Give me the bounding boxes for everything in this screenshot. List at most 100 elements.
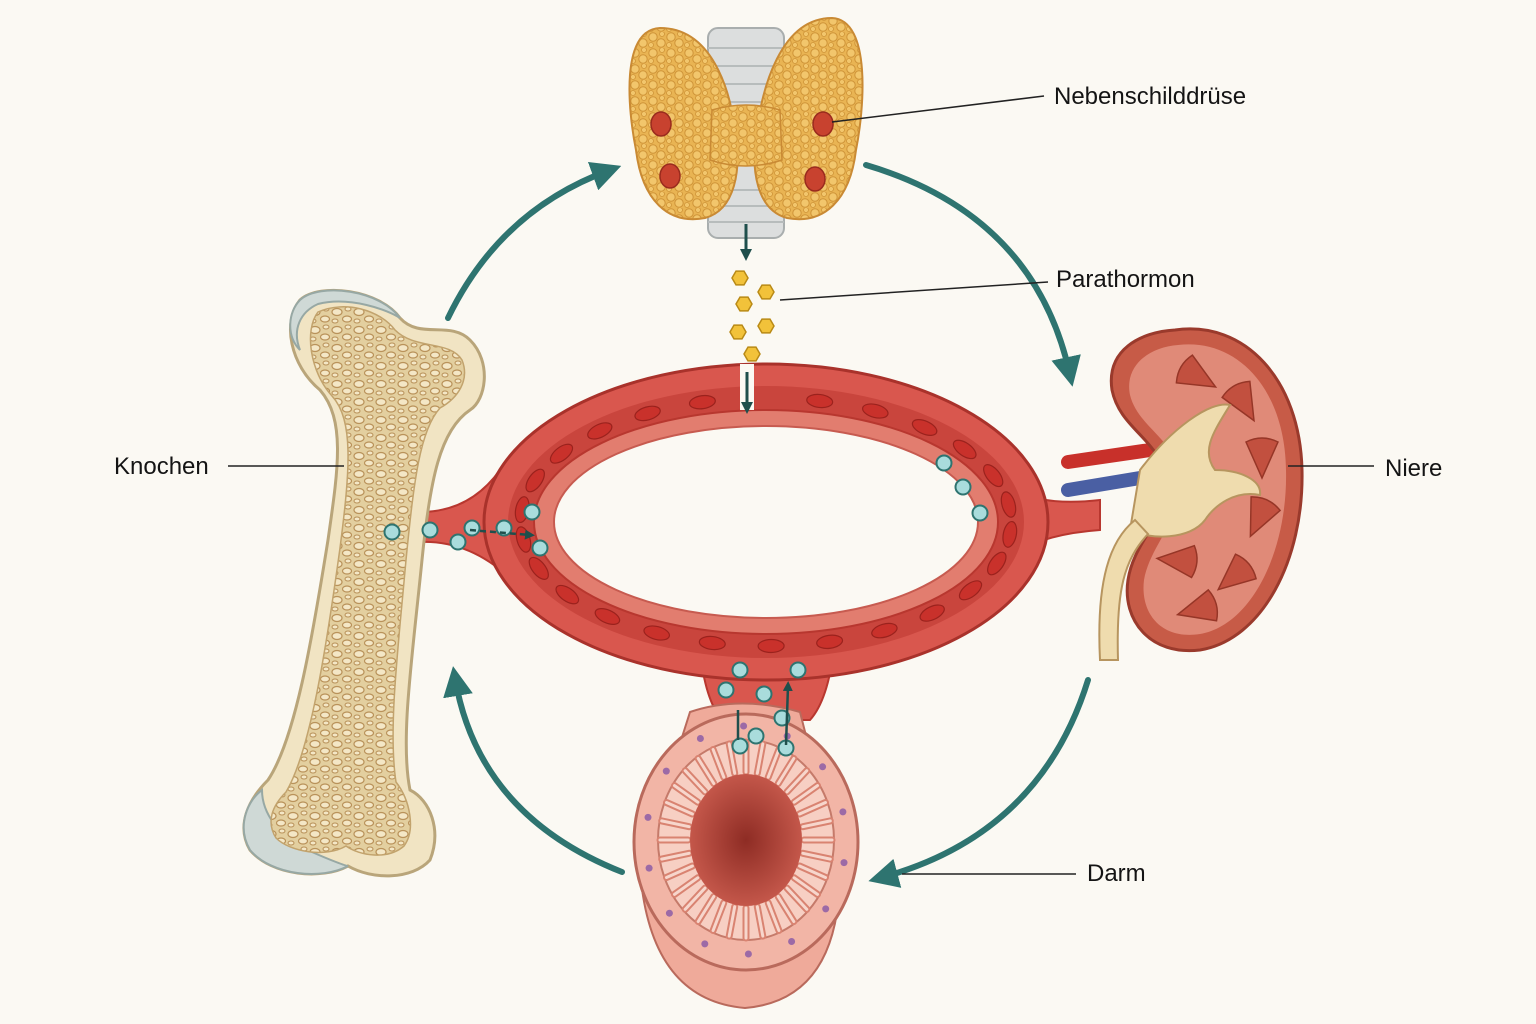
red-blood-cell	[634, 405, 661, 422]
circle-icon	[523, 503, 541, 521]
circle-icon	[954, 478, 972, 496]
hexagon-icon	[729, 324, 747, 340]
red-blood-cell	[528, 556, 549, 580]
submucosa-dot	[701, 940, 709, 948]
renal-vein	[1061, 471, 1147, 497]
renal-pelvis	[1128, 403, 1262, 538]
submucosa-dot	[644, 813, 652, 821]
circle-icon	[421, 521, 439, 539]
cycle-arrow-gland-to-kidney	[863, 162, 1081, 387]
ureter	[1098, 518, 1150, 661]
renal-pyramid	[1216, 553, 1257, 591]
thyroid-lobe-right	[753, 16, 864, 221]
circle-icon	[731, 661, 749, 679]
parathyroid-dot	[650, 111, 672, 137]
circle-icon	[463, 519, 481, 537]
cycle-arrow-intestine-to-bone	[443, 666, 625, 875]
calcium-ions	[383, 454, 989, 757]
bone-spongy-core	[270, 306, 466, 856]
renal-pyramid	[1175, 354, 1218, 388]
red-blood-cell	[594, 608, 621, 625]
renal-pyramid	[1175, 588, 1219, 622]
bone	[242, 288, 486, 878]
red-blood-cell	[952, 439, 977, 460]
red-blood-cell	[1000, 491, 1017, 518]
renal-pyramids	[1155, 354, 1282, 622]
bone-cartilage-top	[289, 289, 401, 351]
red-blood-cell	[919, 604, 945, 622]
leader-lines	[228, 95, 1374, 875]
red-blood-cell	[688, 394, 716, 410]
cycle-arrow-kidney-to-intestine	[868, 677, 1091, 888]
leader-hormone	[779, 281, 1049, 301]
renal-pyramid	[1245, 437, 1279, 480]
red-blood-cells	[514, 393, 1018, 654]
intestinal-villi	[656, 738, 836, 942]
hexagon-icon	[757, 284, 775, 300]
hexagon-icon	[743, 346, 761, 362]
submucosa-dot	[822, 905, 830, 913]
kidney	[1061, 327, 1304, 661]
red-blood-cell	[555, 584, 580, 605]
circle-icon	[755, 685, 773, 703]
red-blood-cell	[987, 551, 1007, 576]
hexagon-icon	[735, 296, 753, 312]
red-blood-cell	[549, 443, 574, 464]
circle-icon	[971, 504, 989, 522]
red-blood-cell	[958, 580, 983, 601]
red-blood-cell	[643, 625, 671, 641]
vessel-inner-space	[553, 425, 979, 619]
red-blood-cell	[861, 403, 889, 419]
red-blood-cell	[587, 422, 613, 440]
intestine-lumen	[690, 774, 802, 906]
submucosa-dot	[788, 938, 796, 945]
renal-artery	[1061, 443, 1157, 469]
red-blood-cell	[806, 393, 834, 409]
submucosa-dot	[819, 763, 827, 771]
calcium-transport-arrows	[469, 528, 793, 746]
label-hormone: Parathormon	[1056, 266, 1195, 293]
renal-pyramid	[1155, 544, 1198, 579]
red-blood-cell	[911, 419, 938, 436]
hexagon-icon	[731, 270, 749, 286]
submucosa-dot	[665, 909, 673, 917]
label-bone: Knochen	[114, 453, 209, 480]
submucosa-dot	[840, 859, 848, 867]
intestine	[632, 702, 860, 1010]
label-kidney: Niere	[1385, 455, 1443, 482]
red-blood-cell	[1002, 520, 1018, 548]
blood-vessel	[419, 362, 1101, 721]
circle-icon	[789, 661, 807, 679]
circle-icon	[731, 737, 749, 755]
submucosa-dot	[696, 735, 704, 742]
red-blood-cell	[871, 622, 898, 639]
thyroid-lobe-left	[628, 26, 739, 221]
red-blood-cell	[816, 634, 844, 650]
submucosa-dot	[839, 808, 847, 816]
renal-pyramid	[1221, 380, 1255, 423]
red-blood-cell	[757, 638, 785, 654]
parathyroid-dot	[659, 163, 681, 189]
label-parathyroid: Nebenschilddrüse	[1054, 83, 1247, 110]
circle-icon	[383, 523, 401, 541]
red-blood-cell	[525, 468, 545, 493]
submucosa-dot	[662, 767, 670, 775]
red-blood-cell	[983, 464, 1004, 488]
renal-pyramid	[1249, 496, 1282, 538]
parathyroid-gland	[628, 16, 864, 239]
submucosa-dot	[740, 722, 748, 730]
hexagon-icon	[757, 318, 775, 334]
circle-icon	[717, 681, 735, 699]
red-blood-cell	[698, 635, 726, 651]
circle-icon	[531, 539, 549, 557]
circle-icon	[449, 533, 467, 551]
submucosa-dot	[744, 950, 752, 958]
parathyroid-dot	[812, 111, 834, 137]
parathyroid-dot	[804, 166, 826, 192]
thyroid-isthmus	[709, 104, 783, 167]
cycle-arrows	[443, 162, 1091, 888]
cycle-arrow-bone-to-gland	[445, 162, 622, 321]
circle-icon	[935, 454, 953, 472]
